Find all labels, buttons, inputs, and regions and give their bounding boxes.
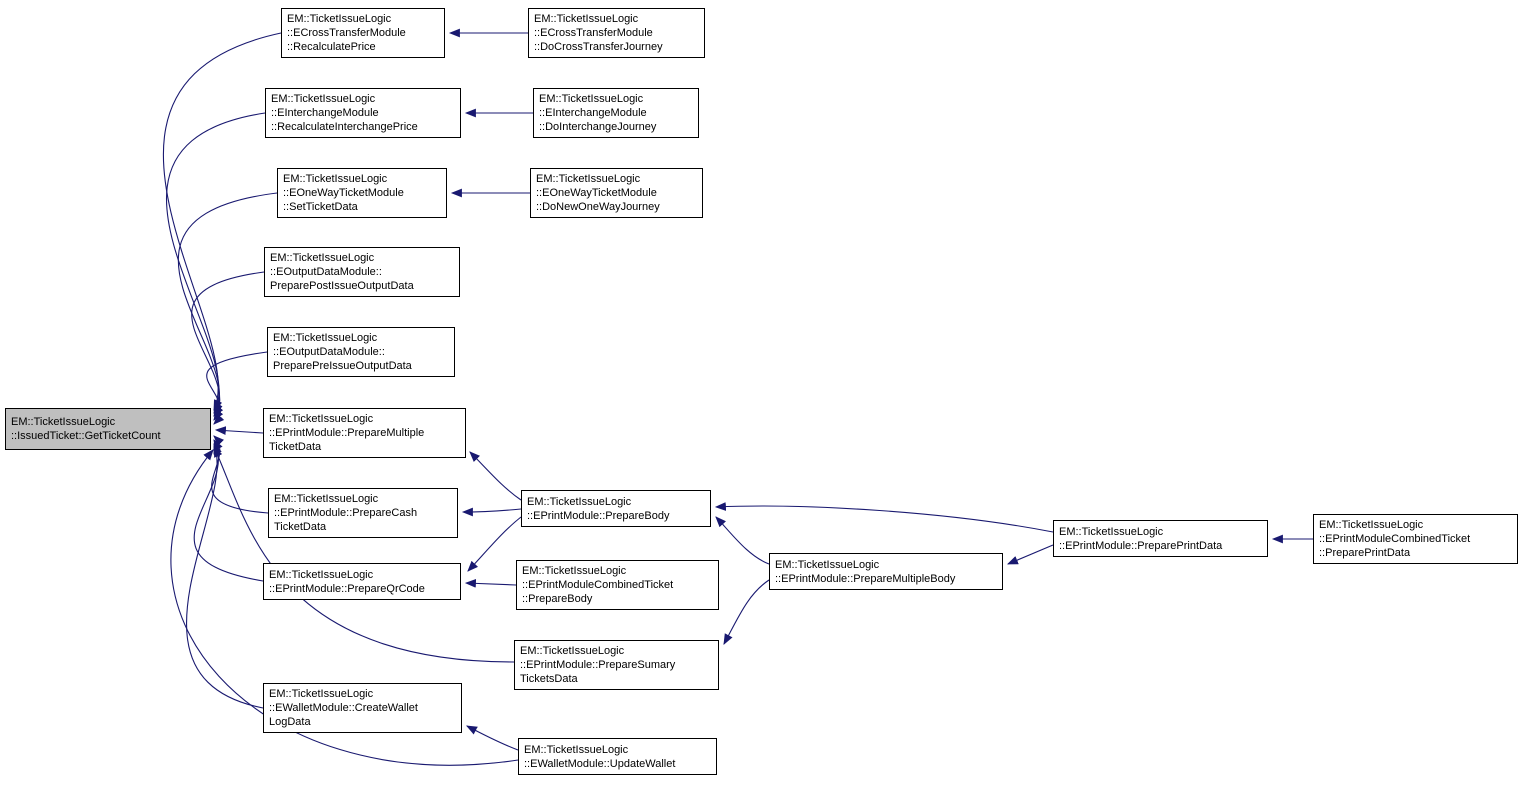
- node-prepare-post-issue-output-data[interactable]: EM::TicketIssueLogic ::EOutputDataModule…: [264, 247, 460, 297]
- node-update-wallet[interactable]: EM::TicketIssueLogic ::EWalletModule::Up…: [518, 738, 717, 775]
- node-do-new-one-way-journey[interactable]: EM::TicketIssueLogic ::EOneWayTicketModu…: [530, 168, 703, 218]
- edge-prepare-sumary-tickets-data--get-ticket-count: [213, 446, 515, 663]
- node-prepare-body[interactable]: EM::TicketIssueLogic ::EPrintModule::Pre…: [521, 490, 711, 527]
- edge-recalculate-price--get-ticket-count: [162, 32, 282, 412]
- node-prepare-pre-issue-output-data[interactable]: EM::TicketIssueLogic ::EOutputDataModule…: [267, 327, 455, 377]
- node-prepare-sumary-tickets-data[interactable]: EM::TicketIssueLogic ::EPrintModule::Pre…: [514, 640, 719, 690]
- edge-set-ticket-data--get-ticket-count: [177, 192, 278, 417]
- edge-prepare-body--prepare-multiple-ticket-data: [469, 451, 522, 501]
- edge-combined-prepare-body--prepare-qr-code: [464, 578, 517, 588]
- edge-prepare-body--prepare-qr-code: [467, 516, 522, 572]
- edge-prepare-cash-ticket-data--get-ticket-count: [211, 435, 269, 514]
- edge-prepare-post-issue-output-data--get-ticket-count: [191, 271, 265, 421]
- edge-prepare-multiple-body--prepare-body: [715, 516, 770, 565]
- node-do-interchange-journey[interactable]: EM::TicketIssueLogic ::EInterchangeModul…: [533, 88, 699, 138]
- edge-update-wallet--get-ticket-count: [170, 449, 519, 766]
- node-do-cross-transfer-journey[interactable]: EM::TicketIssueLogic ::ECrossTransferMod…: [528, 8, 705, 58]
- edge-prepare-multiple-ticket-data--get-ticket-count: [214, 426, 264, 436]
- node-set-ticket-data[interactable]: EM::TicketIssueLogic ::EOneWayTicketModu…: [277, 168, 447, 218]
- node-create-wallet-log-data[interactable]: EM::TicketIssueLogic ::EWalletModule::Cr…: [263, 683, 462, 733]
- edge-create-wallet-log-data--get-ticket-count: [185, 442, 264, 709]
- edge-prepare-multiple-body--prepare-sumary-tickets-data: [723, 579, 770, 645]
- node-prepare-print-data[interactable]: EM::TicketIssueLogic ::EPrintModule::Pre…: [1053, 520, 1268, 557]
- edge-prepare-pre-issue-output-data--get-ticket-count: [206, 351, 268, 425]
- node-prepare-qr-code[interactable]: EM::TicketIssueLogic ::EPrintModule::Pre…: [263, 563, 461, 600]
- node-prepare-cash-ticket-data[interactable]: EM::TicketIssueLogic ::EPrintModule::Pre…: [268, 488, 458, 538]
- node-prepare-multiple-ticket-data[interactable]: EM::TicketIssueLogic ::EPrintModule::Pre…: [263, 408, 466, 458]
- edge-prepare-qr-code--get-ticket-count: [193, 439, 264, 582]
- edge-update-wallet--create-wallet-log-data: [466, 725, 519, 751]
- node-prepare-multiple-body[interactable]: EM::TicketIssueLogic ::EPrintModule::Pre…: [769, 553, 1003, 590]
- node-combined-prepare-print-data[interactable]: EM::TicketIssueLogic ::EPrintModuleCombi…: [1313, 514, 1518, 564]
- node-get-ticket-count[interactable]: EM::TicketIssueLogic ::IssuedTicket::Get…: [5, 408, 211, 450]
- edge-prepare-body--prepare-cash-ticket-data: [461, 507, 522, 517]
- edge-recalculate-interchange-price--get-ticket-count: [166, 112, 266, 414]
- node-recalculate-price[interactable]: EM::TicketIssueLogic ::ECrossTransferMod…: [281, 8, 445, 58]
- node-combined-prepare-body[interactable]: EM::TicketIssueLogic ::EPrintModuleCombi…: [516, 560, 719, 610]
- edge-prepare-print-data--prepare-multiple-body: [1006, 544, 1054, 565]
- node-recalculate-interchange-price[interactable]: EM::TicketIssueLogic ::EInterchangeModul…: [265, 88, 461, 138]
- edge-prepare-print-data--prepare-body: [714, 502, 1054, 533]
